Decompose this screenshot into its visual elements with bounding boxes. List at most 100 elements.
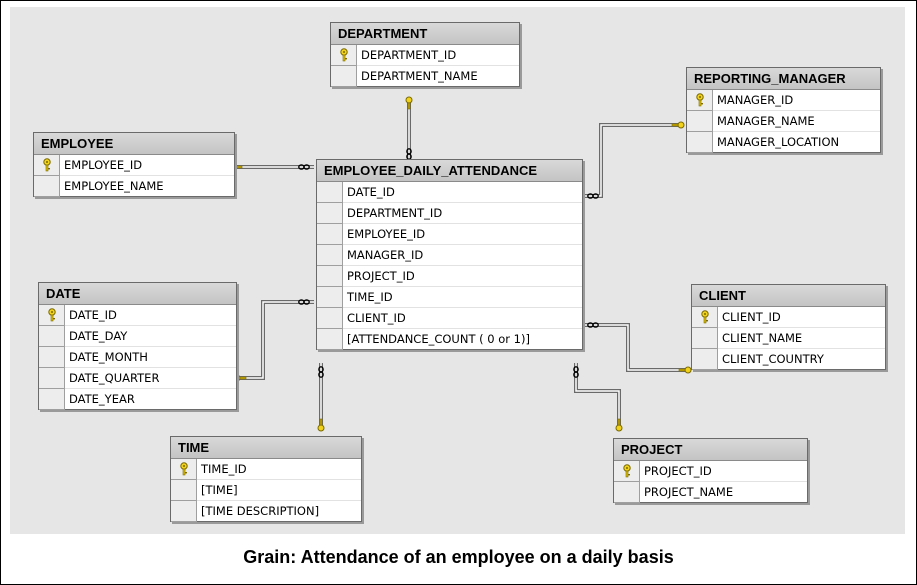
column-list: MANAGER_ID MANAGER_NAME MANAGER_LOCATION [687,90,880,153]
row-selector[interactable] [317,287,343,308]
table-title: EMPLOYEE [34,133,234,155]
row-selector[interactable] [692,349,718,370]
column-name: PROJECT_ID [347,269,415,283]
link-manager [583,123,681,198]
column-row[interactable]: DATE_ID [39,305,236,326]
key-icon [405,96,413,110]
column-row[interactable]: TIME_ID [317,287,582,308]
column-row[interactable]: MANAGER_NAME [687,111,880,132]
grain-caption: Grain: Attendance of an employee on a da… [243,547,674,567]
column-row[interactable]: DEPARTMENT_ID [317,203,582,224]
row-selector[interactable] [317,182,343,203]
column-row[interactable]: TIME_ID [171,459,361,480]
column-row[interactable]: CLIENT_ID [692,307,885,328]
column-row[interactable]: DEPARTMENT_NAME [331,66,519,87]
row-selector[interactable] [317,266,343,287]
row-selector[interactable] [687,132,713,153]
row-selector[interactable] [171,501,197,522]
column-name: DATE_DAY [69,329,128,343]
column-name: MANAGER_NAME [717,114,815,128]
column-row[interactable]: EMPLOYEE_NAME [34,176,234,197]
key-icon [615,418,623,432]
column-name: DATE_MONTH [69,350,148,364]
primary-key-icon [179,462,189,476]
row-selector[interactable] [317,224,343,245]
column-row[interactable]: EMPLOYEE_ID [317,224,582,245]
row-selector[interactable] [331,66,357,87]
table-time[interactable]: TIME TIME_ID [TIME] [TIME DESCRIPTION] [170,436,362,522]
row-selector[interactable] [39,326,65,347]
row-selector[interactable] [687,111,713,132]
row-selector[interactable] [687,90,713,111]
row-selector[interactable] [317,203,343,224]
column-row[interactable]: PROJECT_ID [614,461,807,482]
column-row[interactable]: MANAGER_ID [317,245,582,266]
column-row[interactable]: [TIME] [171,480,361,501]
row-selector[interactable] [317,308,343,329]
primary-key-icon [42,158,52,172]
key-icon [317,418,325,432]
row-selector[interactable] [34,176,60,197]
column-row[interactable]: [TIME DESCRIPTION] [171,501,361,522]
key-icon [671,121,685,129]
column-name: [TIME] [201,483,238,497]
column-row[interactable]: DATE_ID [317,182,582,203]
row-selector[interactable] [171,459,197,480]
column-row[interactable]: DEPARTMENT_ID [331,45,519,66]
row-selector[interactable] [614,461,640,482]
row-selector[interactable] [39,305,65,326]
link-date [238,300,314,380]
column-row[interactable]: [ATTENDANCE_COUNT ( 0 or 1)] [317,329,582,350]
column-row[interactable]: CLIENT_NAME [692,328,885,349]
row-selector[interactable] [692,328,718,349]
key-icon [678,366,692,374]
row-selector[interactable] [39,368,65,389]
column-list: EMPLOYEE_ID EMPLOYEE_NAME [34,155,234,197]
row-selector[interactable] [317,245,343,266]
primary-key-icon [695,93,705,107]
row-selector[interactable] [317,329,343,350]
column-row[interactable]: DATE_YEAR [39,389,236,410]
column-name: CLIENT_COUNTRY [722,352,824,366]
column-row[interactable]: EMPLOYEE_ID [34,155,234,176]
column-name: MANAGER_ID [347,248,424,262]
column-row[interactable]: CLIENT_COUNTRY [692,349,885,370]
column-row[interactable]: PROJECT_ID [317,266,582,287]
row-selector[interactable] [39,347,65,368]
column-name: EMPLOYEE_ID [64,158,143,172]
row-selector[interactable] [614,482,640,503]
column-row[interactable]: MANAGER_LOCATION [687,132,880,153]
column-name: DATE_ID [347,185,395,199]
row-selector[interactable] [171,480,197,501]
row-selector[interactable] [331,45,357,66]
column-row[interactable]: DATE_MONTH [39,347,236,368]
column-name: TIME_ID [201,462,247,476]
table-title: REPORTING_MANAGER [687,68,880,90]
column-list: TIME_ID [TIME] [TIME DESCRIPTION] [171,459,361,522]
row-selector[interactable] [34,155,60,176]
column-name: MANAGER_LOCATION [717,135,840,149]
row-selector[interactable] [692,307,718,328]
column-name: DEPARTMENT_ID [347,206,443,220]
table-employee[interactable]: EMPLOYEE EMPLOYEE_ID EMPLOYEE_NAME [33,132,235,197]
column-row[interactable]: DATE_QUARTER [39,368,236,389]
row-selector[interactable] [39,389,65,410]
column-row[interactable]: CLIENT_ID [317,308,582,329]
column-row[interactable]: DATE_DAY [39,326,236,347]
column-list: DATE_ID DEPARTMENT_ID EMPLOYEE_ID MANAGER_I… [317,182,582,350]
column-name: [TIME DESCRIPTION] [201,504,320,518]
column-row[interactable]: PROJECT_NAME [614,482,807,503]
table-reporting-manager[interactable]: REPORTING_MANAGER MANAGER_ID MANAGER_NAME… [686,67,881,153]
table-title: TIME [171,437,361,459]
column-row[interactable]: MANAGER_ID [687,90,880,111]
primary-key-icon [339,48,349,62]
